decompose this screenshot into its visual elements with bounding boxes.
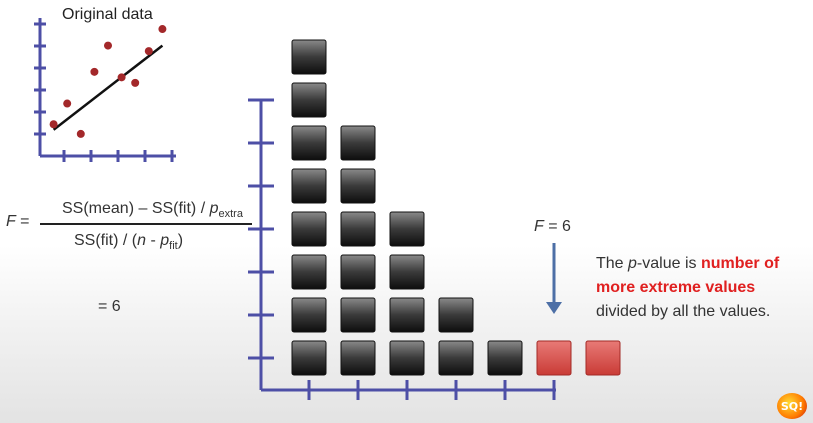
value-box xyxy=(291,125,327,161)
data-point xyxy=(158,25,167,34)
denominator-close: ) xyxy=(177,232,184,249)
desc-highlight: number of more extreme values xyxy=(596,255,780,296)
value-box xyxy=(291,254,327,290)
f-marker-value: = 6 xyxy=(543,218,571,235)
f-marker-label: F = 6 xyxy=(534,218,571,236)
data-point xyxy=(117,73,126,82)
formula-denominator: SS(fit) / (n - pfit) xyxy=(74,232,183,252)
scatter-title: Original data xyxy=(62,6,153,23)
statquest-logo: SQ! xyxy=(777,393,807,419)
formula-result: = 6 xyxy=(98,298,121,315)
value-box xyxy=(340,254,376,290)
value-box xyxy=(291,82,327,118)
data-point xyxy=(144,47,153,56)
data-point xyxy=(131,78,140,87)
desc-part2: -value is xyxy=(636,255,701,272)
value-box xyxy=(340,168,376,204)
extreme-value-box xyxy=(536,340,572,376)
data-point xyxy=(49,120,58,129)
f-marker-var: F xyxy=(534,218,544,235)
denominator-p: p xyxy=(160,232,170,249)
value-box xyxy=(487,340,523,376)
value-box xyxy=(340,340,376,376)
value-box xyxy=(438,340,474,376)
fit-line xyxy=(52,44,164,131)
value-box xyxy=(291,168,327,204)
value-box xyxy=(291,211,327,247)
f-arrow-head xyxy=(546,302,562,314)
denominator-text: SS(fit) / ( xyxy=(74,232,138,249)
p-value-description: The p-value is number of more extreme va… xyxy=(596,252,808,324)
value-box xyxy=(389,254,425,290)
extreme-value-box xyxy=(585,340,621,376)
value-box xyxy=(291,297,327,333)
formula-numerator: SS(mean) – SS(fit) / pextra xyxy=(62,200,243,220)
value-box xyxy=(389,340,425,376)
scatter-plot xyxy=(34,18,176,162)
desc-p: p xyxy=(628,255,637,272)
value-box xyxy=(340,297,376,333)
value-box xyxy=(340,211,376,247)
denominator-n: n xyxy=(137,232,147,249)
formula-f-label: F = xyxy=(6,213,30,230)
data-point xyxy=(104,41,112,50)
desc-part1: The xyxy=(596,255,629,272)
denominator-sub: fit xyxy=(169,240,178,252)
denominator-minus: - xyxy=(146,232,161,249)
logo-text: SQ! xyxy=(780,399,804,413)
data-point xyxy=(63,99,72,108)
data-point xyxy=(90,67,99,76)
value-box xyxy=(389,297,425,333)
formula-lhs: F = xyxy=(6,213,29,231)
numerator-sub: extra xyxy=(218,208,243,220)
value-box xyxy=(291,39,327,75)
value-box xyxy=(389,211,425,247)
desc-part3: divided by all the values. xyxy=(596,303,771,320)
value-box xyxy=(340,125,376,161)
value-box xyxy=(438,297,474,333)
data-point xyxy=(76,129,85,138)
numerator-text: SS(mean) – SS(fit) / xyxy=(62,200,210,217)
fraction-bar xyxy=(40,223,252,225)
value-box xyxy=(291,340,327,376)
numerator-p: p xyxy=(209,200,219,217)
